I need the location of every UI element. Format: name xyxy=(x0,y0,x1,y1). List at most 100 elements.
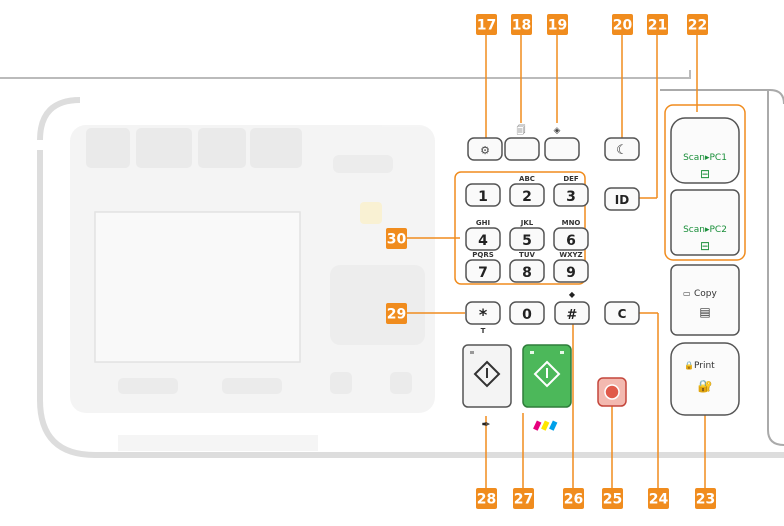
callout-21: 21 xyxy=(647,14,668,35)
leader-lines xyxy=(404,35,706,488)
copy-label: Copy xyxy=(694,289,718,299)
color-ink-icon xyxy=(533,420,558,431)
diamond-icon: ◈ xyxy=(554,126,561,136)
key-digit: 9 xyxy=(566,265,576,281)
scan-pc1-button[interactable]: Scan▸PC1 ⊟ xyxy=(670,117,740,184)
key-digit: 2 xyxy=(522,189,532,205)
callout-23: 23 xyxy=(695,488,716,509)
key-letters: MNO xyxy=(562,219,581,227)
star-key-label: * xyxy=(479,305,488,324)
clear-key-label: C xyxy=(618,307,627,321)
callout-number: 26 xyxy=(564,492,583,508)
key-letters: JKL xyxy=(520,219,534,227)
scan-pc2-label: Scan▸PC2 xyxy=(683,225,727,235)
scan-pc2-button[interactable]: Scan▸PC2 ⊟ xyxy=(670,189,740,256)
callout-18: 18 xyxy=(511,14,532,35)
hash-button[interactable]: ◆ # xyxy=(554,290,590,325)
callout-25: 25 xyxy=(602,488,623,509)
hash-key-label: # xyxy=(567,308,578,323)
key-8[interactable]: 8 TUV xyxy=(509,251,545,283)
key-letters: DEF xyxy=(563,175,579,183)
bw-start-button[interactable]: ✒ xyxy=(462,344,512,431)
clear-button[interactable]: C xyxy=(604,301,640,325)
callout-24: 24 xyxy=(648,488,669,509)
key-digit: 8 xyxy=(522,265,532,281)
copy-small-icon: ▭ xyxy=(683,289,691,298)
print-small-icon: 🔒 xyxy=(684,361,694,370)
callout-number: 23 xyxy=(696,492,715,508)
energy-saver-button[interactable]: ☾ xyxy=(604,137,640,161)
callout-26: 26 xyxy=(563,488,584,509)
key-9[interactable]: 9 WXYZ xyxy=(553,251,589,283)
key-3[interactable]: 3 DEF xyxy=(553,175,589,207)
copy-button[interactable]: ▭ Copy ▤ xyxy=(670,264,740,336)
diamond-small-icon: ◆ xyxy=(569,290,576,299)
key-5[interactable]: 5 JKL xyxy=(509,219,545,251)
key-letters: PQRS xyxy=(472,251,494,259)
callout-22: 22 xyxy=(687,14,708,35)
stop-button[interactable] xyxy=(597,377,627,407)
key-digit: 4 xyxy=(478,233,488,249)
star-key-sub: T xyxy=(481,327,486,335)
scan-pc2-icon: ⊟ xyxy=(700,239,710,253)
panel-body xyxy=(0,70,784,458)
key-digit: 0 xyxy=(522,307,532,323)
key-digit: 3 xyxy=(566,189,576,205)
key-4[interactable]: 4 GHI xyxy=(465,219,501,251)
callout-20: 20 xyxy=(612,14,633,35)
callout-number: 29 xyxy=(387,307,406,323)
scan-pc1-icon: ⊟ xyxy=(700,167,710,181)
key-letters: TUV xyxy=(519,251,535,259)
callout-number: 20 xyxy=(613,18,633,34)
key-digit: 1 xyxy=(478,189,488,205)
copy-icon: ▤ xyxy=(699,305,710,319)
callout-number: 30 xyxy=(387,232,407,248)
key-letters: ABC xyxy=(519,175,535,183)
id-key-label: ID xyxy=(615,193,629,207)
key-letters: WXYZ xyxy=(559,251,582,259)
callout-29: 29 xyxy=(386,303,407,324)
key-1[interactable]: 1 xyxy=(465,183,501,207)
tone-star-button[interactable]: * T xyxy=(465,301,501,335)
button-18[interactable]: 🗐 xyxy=(504,125,540,161)
black-ink-icon: ✒ xyxy=(481,418,490,431)
button-19[interactable]: ◈ xyxy=(544,126,580,161)
settings-icon: ⚙ xyxy=(480,144,490,157)
key-letters: GHI xyxy=(476,219,490,227)
callout-number: 25 xyxy=(603,492,622,508)
moon-icon: ☾ xyxy=(616,143,628,158)
callout-number: 21 xyxy=(648,18,667,34)
key-6[interactable]: 6 MNO xyxy=(553,219,589,251)
callout-number: 22 xyxy=(688,18,707,34)
callout-number: 24 xyxy=(649,492,669,508)
key-digit: 6 xyxy=(566,233,576,249)
callout-28: 28 xyxy=(476,488,497,509)
key-7[interactable]: 7 PQRS xyxy=(465,251,501,283)
key-0[interactable]: 0 xyxy=(509,301,545,325)
key-2[interactable]: 2 ABC xyxy=(509,175,545,207)
numeric-keypad: 1 2 ABC 3 DEF 4 GHI 5 JKL 6 MNO 7 PQRS 8 TUV 9 WXYZ 0 xyxy=(465,175,589,325)
id-button[interactable]: ID xyxy=(604,187,640,211)
color-start-button[interactable] xyxy=(522,344,572,431)
callout-number: 17 xyxy=(477,18,496,34)
device-icon: 🗐 xyxy=(517,125,526,136)
callout-number: 18 xyxy=(512,18,531,34)
callout-19: 19 xyxy=(547,14,568,35)
faded-display-area xyxy=(70,125,435,451)
callout-number: 28 xyxy=(477,492,496,508)
callout-number: 19 xyxy=(548,18,567,34)
button-17[interactable]: ⚙ xyxy=(467,137,503,161)
callout-number: 27 xyxy=(514,492,533,508)
callout-27: 27 xyxy=(513,488,534,509)
key-digit: 7 xyxy=(478,265,488,281)
secure-print-icon: 🔐 xyxy=(698,379,713,393)
callout-30: 30 xyxy=(386,228,407,249)
callout-17: 17 xyxy=(476,14,497,35)
scan-pc1-label: Scan▸PC1 xyxy=(683,153,727,163)
print-button[interactable]: 🔒 Print 🔐 xyxy=(670,342,740,416)
key-digit: 5 xyxy=(522,233,532,249)
print-label: Print xyxy=(694,361,715,371)
